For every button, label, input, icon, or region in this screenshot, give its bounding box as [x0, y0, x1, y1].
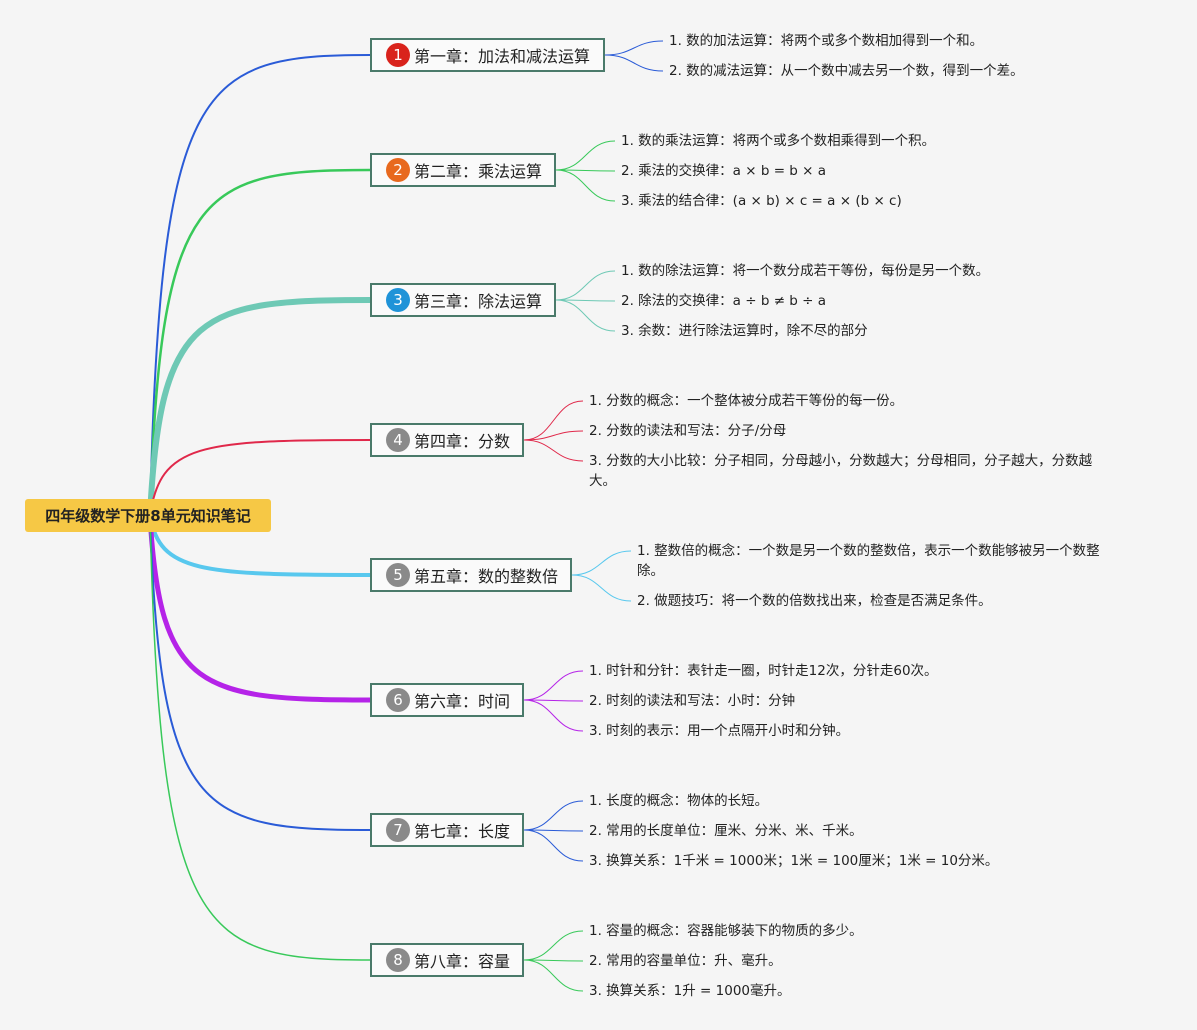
leaf-connector: [555, 140, 616, 171]
branch-line: [149, 439, 371, 517]
number-badge-icon: 6: [386, 688, 410, 712]
number-badge-icon: 7: [386, 818, 410, 842]
leaf-connector: [555, 270, 616, 301]
leaf-connector: [523, 829, 584, 832]
number-badge-icon: 4: [386, 428, 410, 452]
leaf-connector: [523, 670, 584, 701]
leaf-item: 2. 时刻的读法和写法：小时：分钟: [589, 693, 796, 709]
leaf-connector: [571, 574, 632, 602]
leaf-item: 1. 整数倍的概念：一个数是另一个数的整数倍，表示一个数能够被另一个数整除。: [637, 543, 1100, 579]
leaf-connector: [523, 699, 584, 732]
number-badge-icon: 8: [386, 948, 410, 972]
chapter-title: 第七章：长度: [414, 822, 511, 841]
leaf-connector: [523, 959, 584, 962]
leaf-item: 2. 做题技巧：将一个数的倍数找出来，检查是否满足条件。: [637, 593, 992, 609]
chapter-3-node[interactable]: 3 第三章：除法运算: [370, 283, 556, 317]
number-badge-icon: 5: [386, 563, 410, 587]
leaf-item: 3. 换算关系：1升 = 1000毫升。: [589, 983, 791, 999]
leaf-item: 1. 长度的概念：物体的长短。: [589, 793, 769, 809]
leaf-item: 2. 除法的交换律：a ÷ b ≠ b ÷ a: [621, 293, 827, 309]
leaf-connector: [555, 169, 616, 172]
leaf-connector: [604, 54, 664, 72]
chapter-title: 第一章：加法和减法运算: [414, 47, 591, 66]
chapter-title: 第四章：分数: [414, 432, 511, 451]
leaf-item: 1. 时针和分针：表针走一圈，时针走12次，分针走60次。: [589, 663, 938, 679]
leaf-item: 1. 数的乘法运算：将两个或多个数相乘得到一个积。: [621, 133, 936, 149]
leaf-item: 2. 常用的容量单位：升、毫升。: [589, 953, 782, 969]
leaf-item: 2. 乘法的交换律：a × b = b × a: [621, 163, 827, 179]
chapter-title: 第二章：乘法运算: [414, 162, 543, 181]
root-title: 四年级数学下册8单元知识笔记: [45, 507, 251, 525]
branch-line: [147, 297, 373, 519]
chapter-5-node[interactable]: 5 第五章：数的整数倍: [370, 558, 572, 592]
leaf-item: 2. 分数的读法和写法：分子/分母: [589, 423, 787, 439]
chapter-2-node[interactable]: 2 第二章：乘法运算: [370, 153, 556, 187]
chapter-title: 第八章：容量: [414, 952, 511, 971]
leaf-connector: [555, 299, 616, 332]
leaf-connector: [523, 959, 584, 992]
branch-line: [149, 54, 371, 517]
leaf-item: 1. 容量的概念：容器能够装下的物质的多少。: [589, 923, 863, 939]
leaf-item: 3. 乘法的结合律：(a × b) × c = a × (b × c): [621, 193, 902, 209]
branch-line: [147, 513, 373, 703]
leaf-item: 1. 分数的概念：一个整体被分成若干等份的每一份。: [589, 393, 904, 409]
leaf-connector: [523, 829, 584, 862]
leaf-connector: [571, 550, 632, 576]
leaf-connector: [555, 169, 616, 202]
chapter-title: 第五章：数的整数倍: [414, 567, 559, 586]
leaf-item: 3. 余数：进行除法运算时，除不尽的部分: [621, 323, 868, 339]
leaf-item: 3. 分数的大小比较：分子相同，分母越小，分数越大；分母相同，分子越大，分数越大…: [589, 453, 1093, 489]
chapter-1-node[interactable]: 1 第一章：加法和减法运算: [370, 38, 605, 72]
chapter-4-node[interactable]: 4 第四章：分数: [370, 423, 524, 457]
leaf-connector: [523, 699, 584, 702]
leaf-connector: [555, 299, 616, 302]
leaf-item: 3. 换算关系：1千米 = 1000米；1米 = 100厘米；1米 = 10分米…: [589, 853, 999, 869]
branch-line: [148, 514, 372, 577]
leaf-connector: [523, 400, 584, 441]
leaf-connector: [523, 430, 584, 441]
leaf-connector: [604, 40, 664, 56]
leaf-connector: [523, 439, 584, 462]
branch-line: [149, 515, 371, 831]
number-badge-icon: 1: [386, 43, 410, 67]
leaf-item: 1. 数的除法运算：将一个数分成若干等份，每份是另一个数。: [621, 263, 990, 279]
chapter-6-node[interactable]: 6 第六章：时间: [370, 683, 524, 717]
number-badge-icon: 3: [386, 288, 410, 312]
root-topic[interactable]: 四年级数学下册8单元知识笔记: [25, 499, 271, 532]
branch-line: [149, 515, 371, 961]
chapter-title: 第六章：时间: [414, 692, 511, 711]
chapter-7-node[interactable]: 7 第七章：长度: [370, 813, 524, 847]
leaf-connector: [523, 800, 584, 831]
chapter-title: 第三章：除法运算: [414, 292, 543, 311]
leaf-item: 2. 常用的长度单位：厘米、分米、米、千米。: [589, 823, 863, 839]
number-badge-icon: 2: [386, 158, 410, 182]
leaf-item: 2. 数的减法运算：从一个数中减去另一个数，得到一个差。: [669, 63, 1024, 79]
leaf-connector: [523, 930, 584, 961]
leaf-item: 3. 时刻的表示：用一个点隔开小时和分钟。: [589, 723, 850, 739]
chapter-8-node[interactable]: 8 第八章：容量: [370, 943, 524, 977]
leaf-item: 1. 数的加法运算：将两个或多个数相加得到一个和。: [669, 33, 984, 49]
branch-line: [148, 168, 372, 518]
